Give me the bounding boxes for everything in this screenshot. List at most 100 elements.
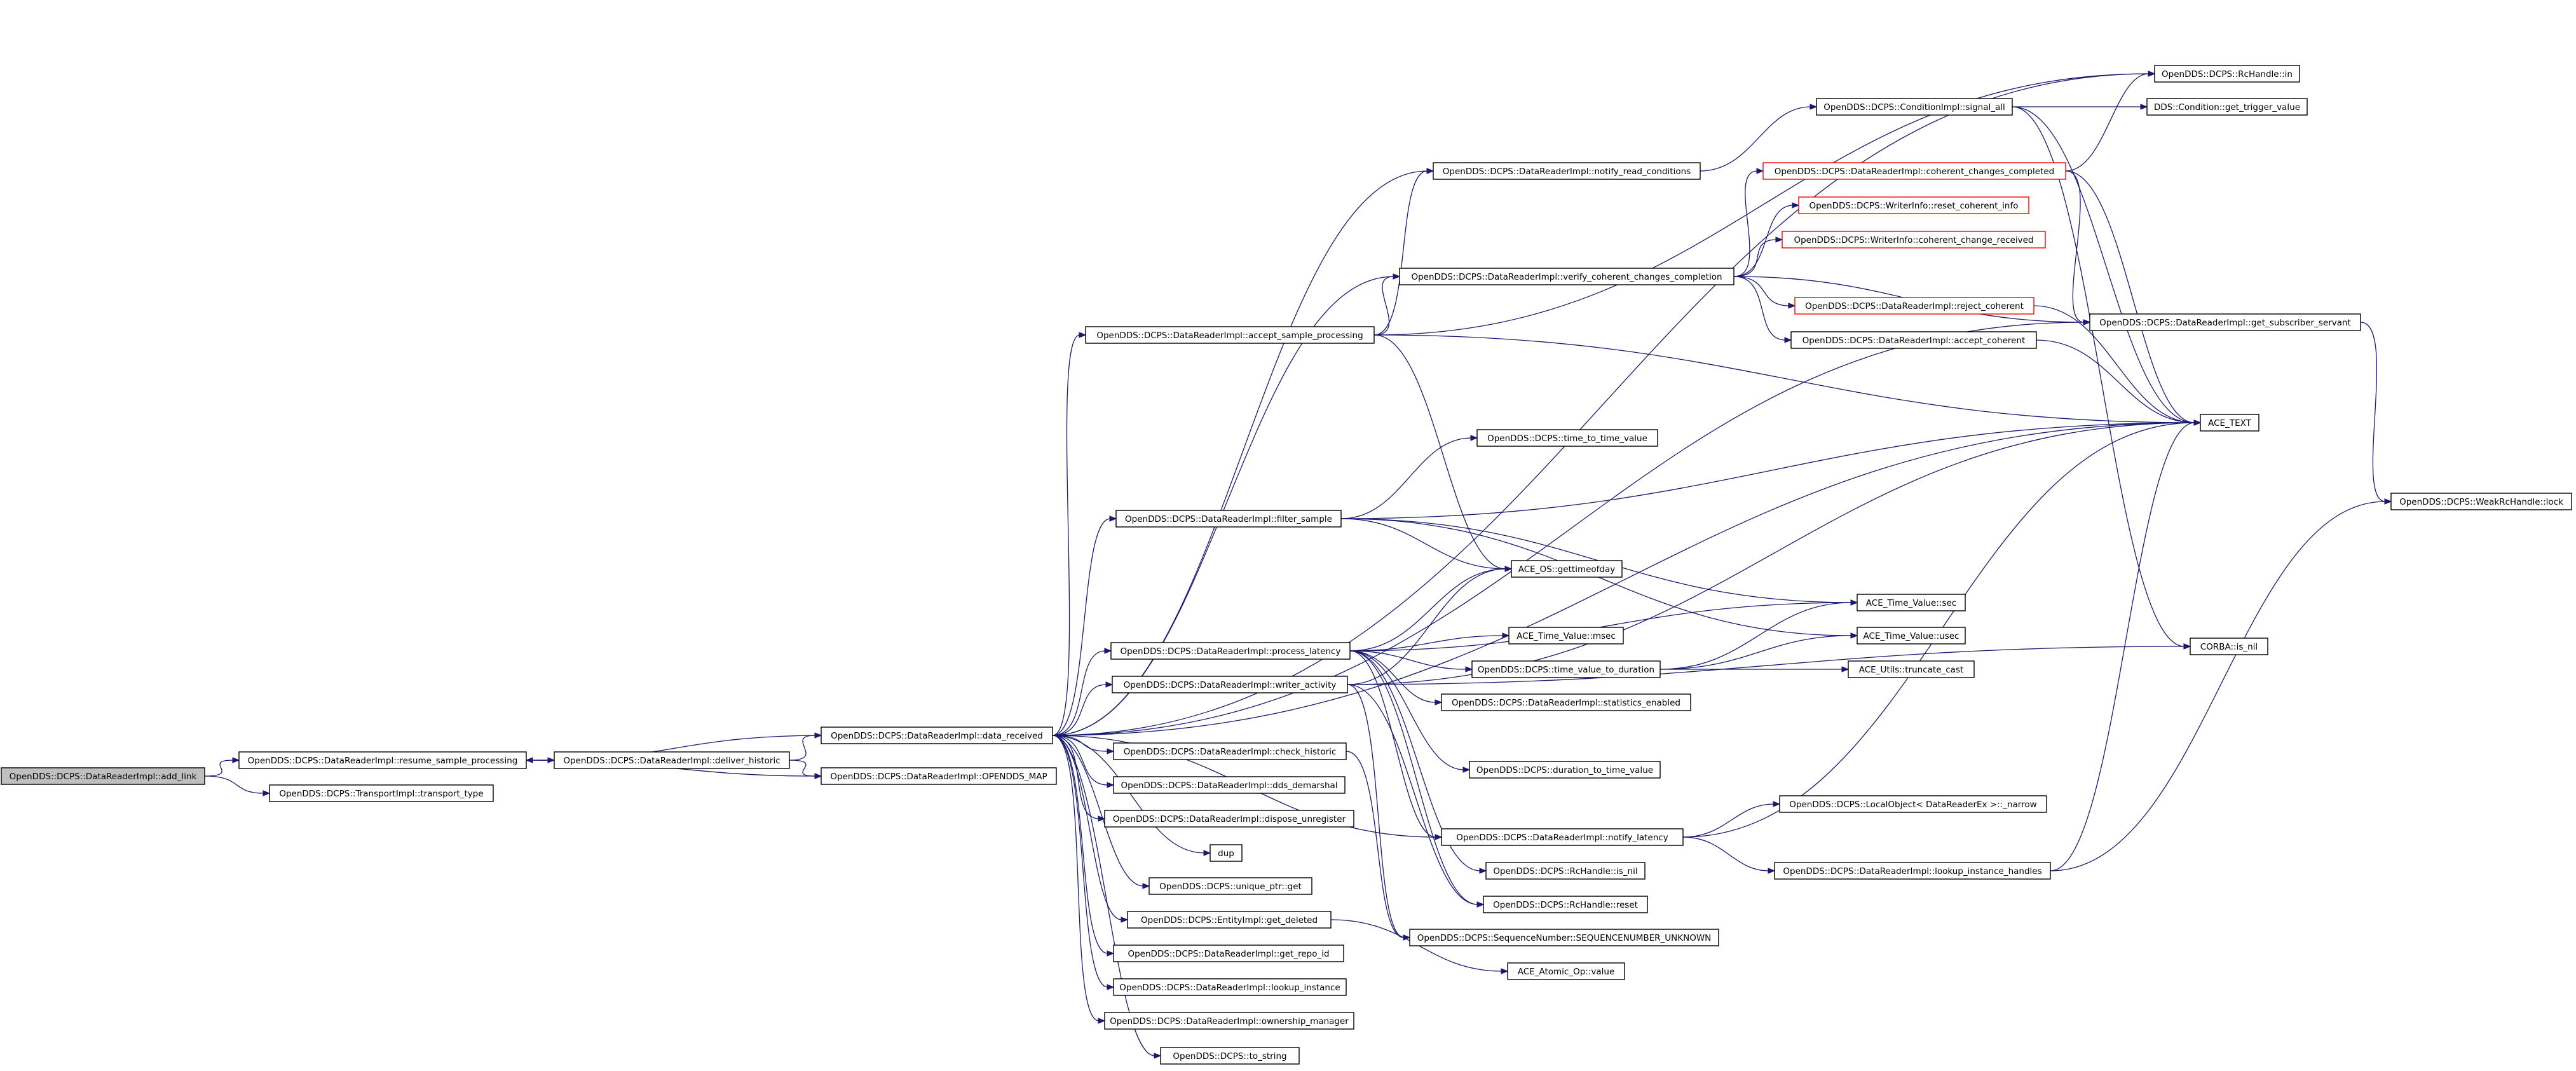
- call-edge: [204, 775, 264, 794]
- node-dds-demarshal[interactable]: OpenDDS::DCPS::DataReaderImpl::dds_demar…: [1113, 776, 1346, 794]
- node-deliver-historic[interactable]: OpenDDS::DCPS::DataReaderImpl::deliver_h…: [554, 751, 790, 769]
- node-box: [1115, 510, 1342, 528]
- node-lookup-handles[interactable]: OpenDDS::DCPS::DataReaderImpl::lookup_in…: [1774, 862, 2051, 880]
- call-edge: [1733, 205, 1794, 277]
- node-time-to-time-value[interactable]: OpenDDS::DCPS::time_to_time_value: [1476, 429, 1658, 447]
- arrow-head: [1104, 648, 1112, 654]
- call-edge: [1349, 650, 1481, 871]
- node-truncate-cast[interactable]: ACE_Utils::truncate_cast: [1848, 660, 1975, 678]
- node-box: [1148, 877, 1312, 895]
- node-corba-is-nil[interactable]: CORBA::is_nil: [2190, 638, 2268, 655]
- node-rchandle-in[interactable]: OpenDDS::DCPS::RcHandle::in: [2154, 65, 2300, 83]
- node-msec[interactable]: ACE_Time_Value::msec: [1508, 627, 1624, 645]
- node-dispose-unregister[interactable]: OpenDDS::DCPS::DataReaderImpl::dispose_u…: [1104, 810, 1354, 828]
- node-weak-lock[interactable]: OpenDDS::DCPS::WeakRcHandle::lock: [2390, 493, 2572, 510]
- node-rchandle-reset[interactable]: OpenDDS::DCPS::RcHandle::reset: [1483, 896, 1648, 913]
- node-ownership-manager[interactable]: OpenDDS::DCPS::DataReaderImpl::ownership…: [1104, 1012, 1354, 1030]
- call-edge: [1340, 437, 1472, 519]
- call-edge: [2050, 501, 2386, 871]
- call-edge: [1349, 650, 1464, 770]
- call-edge: [1052, 735, 1155, 1056]
- node-reject-coherent[interactable]: OpenDDS::DCPS::DataReaderImpl::reject_co…: [1794, 297, 2034, 315]
- node-accept-sample[interactable]: OpenDDS::DCPS::DataReaderImpl::accept_sa…: [1085, 326, 1375, 344]
- node-label: OpenDDS::DCPS::DataReaderImpl::lookup_in…: [1783, 866, 2041, 877]
- node-box: [1409, 929, 1719, 946]
- call-edge: [1733, 276, 1786, 341]
- call-edge: [1700, 106, 1811, 172]
- node-verify-coherent[interactable]: OpenDDS::DCPS::DataReaderImpl::verify_co…: [1399, 268, 1734, 285]
- node-notify-latency[interactable]: OpenDDS::DCPS::DataReaderImpl::notify_la…: [1441, 828, 1684, 846]
- node-ace-text[interactable]: ACE_TEXT: [2200, 414, 2259, 432]
- node-signal-all[interactable]: OpenDDS::DCPS::ConditionImpl::signal_all: [1816, 98, 2013, 116]
- node-writer-activity[interactable]: OpenDDS::DCPS::DataReaderImpl::writer_ac…: [1112, 676, 1348, 693]
- arrow-head: [1435, 834, 1443, 840]
- node-label: OpenDDS::DCPS::DataReaderImpl::OPENDDS_M…: [830, 772, 1047, 782]
- node-lookup-instance[interactable]: OpenDDS::DCPS::DataReaderImpl::lookup_in…: [1113, 978, 1347, 996]
- call-edge: [1052, 334, 1080, 736]
- node-box: [1774, 862, 2051, 880]
- node-atomic-value[interactable]: ACE_Atomic_Op::value: [1507, 962, 1625, 980]
- call-edge: [1682, 803, 1775, 838]
- node-label: OpenDDS::DCPS::DataReaderImpl::check_his…: [1124, 747, 1337, 757]
- call-edge: [2050, 422, 2195, 871]
- node-box: [1476, 429, 1658, 447]
- node-data-received[interactable]: OpenDDS::DCPS::DataReaderImpl::data_rece…: [821, 727, 1053, 744]
- node-coherent-completed[interactable]: OpenDDS::DCPS::DataReaderImpl::coherent_…: [1762, 162, 2066, 180]
- arrow-head: [1105, 681, 1114, 688]
- node-label: OpenDDS::DCPS::DataReaderImpl::process_l…: [1121, 646, 1341, 657]
- node-box: [1508, 627, 1624, 645]
- node-narrow[interactable]: OpenDDS::DCPS::LocalObject< DataReaderEx…: [1779, 795, 2047, 813]
- call-edge: [1052, 650, 1106, 736]
- node-duration-to-time-value[interactable]: OpenDDS::DCPS::duration_to_time_value: [1469, 761, 1661, 779]
- node-tv-usec[interactable]: ACE_Time_Value::usec: [1857, 627, 1966, 645]
- node-box: [1790, 331, 2037, 349]
- arrow-head: [1098, 815, 1106, 822]
- node-gettimeofday[interactable]: ACE_OS::gettimeofday: [1511, 560, 1623, 578]
- node-notify-read[interactable]: OpenDDS::DCPS::DataReaderImpl::notify_re…: [1433, 162, 1701, 180]
- call-edge: [1347, 684, 1478, 905]
- node-check-historic[interactable]: OpenDDS::DCPS::DataReaderImpl::check_his…: [1113, 742, 1347, 760]
- node-statistics-enabled[interactable]: OpenDDS::DCPS::DataReaderImpl::statistic…: [1441, 693, 1691, 711]
- call-edge: [1340, 518, 1506, 570]
- node-coherent-change-received[interactable]: OpenDDS::DCPS::WriterInfo::coherent_chan…: [1782, 231, 2046, 249]
- arrow-head: [1435, 699, 1443, 706]
- node-box: [1113, 978, 1347, 996]
- node-unique-ptr-get[interactable]: OpenDDS::DCPS::unique_ptr::get: [1148, 877, 1312, 895]
- node-seq-unknown[interactable]: OpenDDS::DCPS::SequenceNumber::SEQUENCEN…: [1409, 929, 1719, 946]
- node-box: [1471, 660, 1661, 678]
- node-dup[interactable]: dup: [1210, 844, 1243, 862]
- node-box: [1399, 268, 1734, 285]
- node-get-repo-id[interactable]: OpenDDS::DCPS::DataReaderImpl::get_repo_…: [1113, 945, 1344, 962]
- node-box: [2200, 414, 2259, 432]
- node-accept-coherent[interactable]: OpenDDS::DCPS::DataReaderImpl::accept_co…: [1790, 331, 2037, 349]
- arrow-head: [1107, 782, 1115, 788]
- node-to-string[interactable]: OpenDDS::DCPS::to_string: [1160, 1047, 1300, 1065]
- node-get-deleted[interactable]: OpenDDS::DCPS::EntityImpl::get_deleted: [1127, 911, 1332, 929]
- node-box: [1798, 196, 2029, 214]
- node-get-subscriber-servant[interactable]: OpenDDS::DCPS::DataReaderImpl::get_subsc…: [2089, 313, 2361, 331]
- node-filter-sample[interactable]: OpenDDS::DCPS::DataReaderImpl::filter_sa…: [1115, 510, 1342, 528]
- node-reset-coherent-info[interactable]: OpenDDS::DCPS::WriterInfo::reset_coheren…: [1798, 196, 2029, 214]
- node-process-latency[interactable]: OpenDDS::DCPS::DataReaderImpl::process_l…: [1110, 642, 1351, 660]
- node-label: OpenDDS::DCPS::duration_to_time_value: [1476, 765, 1653, 775]
- call-edge: [1373, 334, 2195, 423]
- node-time-value-to-duration[interactable]: OpenDDS::DCPS::time_value_to_duration: [1471, 660, 1661, 678]
- call-edge: [1052, 735, 1205, 854]
- arrow-head: [2193, 420, 2202, 426]
- node-get-trigger-value[interactable]: DDS::Condition::get_trigger_value: [2146, 98, 2308, 116]
- node-box: [1210, 844, 1243, 862]
- call-edge: [1349, 602, 1852, 651]
- call-edge: [1349, 568, 1506, 651]
- node-tv-sec[interactable]: ACE_Time_Value::sec: [1857, 594, 1966, 611]
- node-rchandle-is-nil[interactable]: OpenDDS::DCPS::RcHandle::is_nil: [1485, 862, 1646, 880]
- node-box: [1104, 810, 1354, 828]
- arrow-head: [1850, 599, 1858, 606]
- node-opendds-map[interactable]: OpenDDS::DCPS::DataReaderImpl::OPENDDS_M…: [821, 767, 1057, 785]
- node-resume[interactable]: OpenDDS::DCPS::DataReaderImpl::resume_sa…: [238, 751, 527, 769]
- call-edge: [1349, 650, 1478, 905]
- node-label: OpenDDS::DCPS::DataReaderImpl::accept_sa…: [1096, 331, 1363, 341]
- call-edge: [1052, 735, 1108, 786]
- node-transport-type[interactable]: OpenDDS::DCPS::TransportImpl::transport_…: [269, 784, 494, 802]
- node-label: OpenDDS::DCPS::DataReaderImpl::writer_ac…: [1124, 680, 1337, 690]
- call-edge: [789, 760, 816, 777]
